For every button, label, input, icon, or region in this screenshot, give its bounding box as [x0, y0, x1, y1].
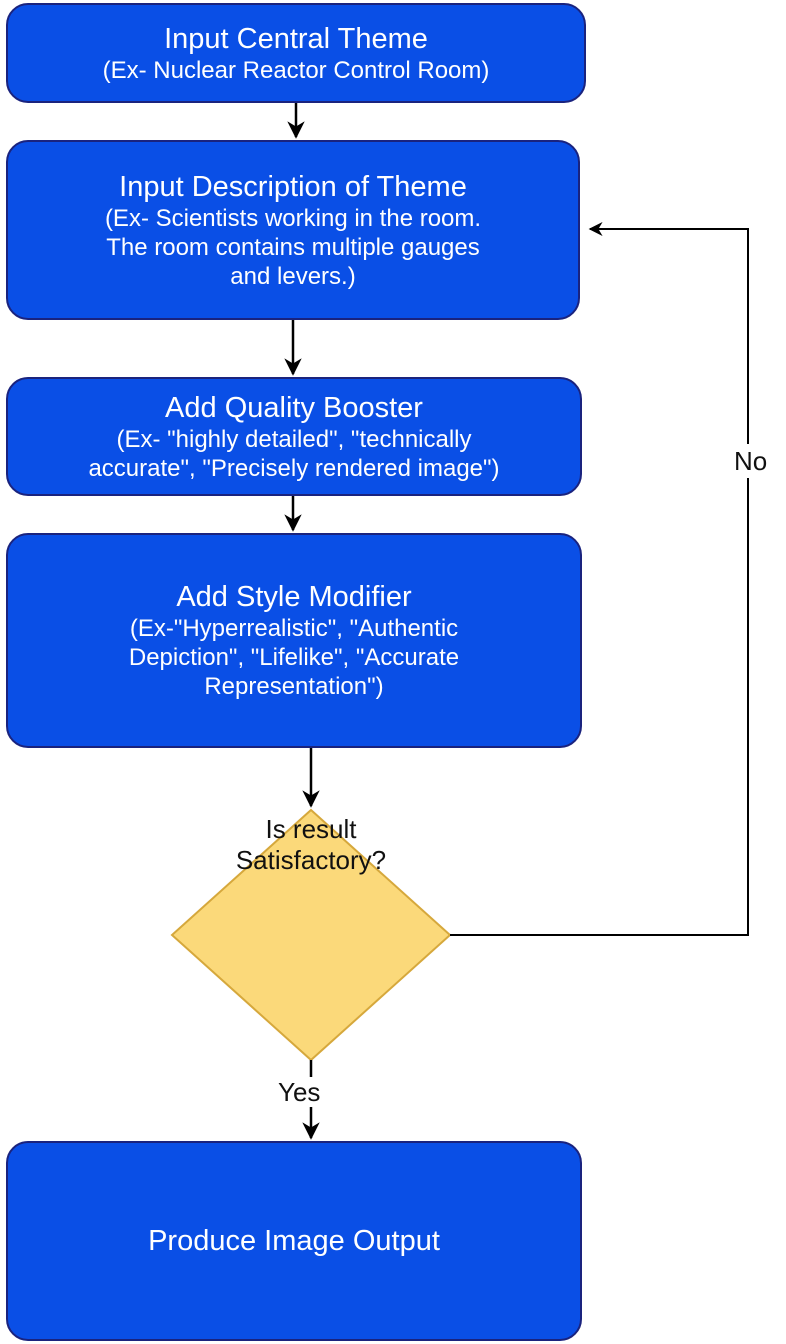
- arrow-no-loop: [450, 222, 749, 936]
- node-input-description: Input Description of Theme (Ex- Scientis…: [6, 140, 580, 320]
- node-title: Input Central Theme: [164, 22, 428, 55]
- node-add-style-modifier: Add Style Modifier (Ex-"Hyperrealistic",…: [6, 533, 582, 748]
- node-input-central-theme: Input Central Theme (Ex- Nuclear Reactor…: [6, 3, 586, 103]
- node-add-quality-booster: Add Quality Booster (Ex- "highly detaile…: [6, 377, 582, 496]
- node-title: Produce Image Output: [148, 1225, 440, 1257]
- decision-question: Is result Satisfactory?: [235, 814, 387, 875]
- node-title: Add Style Modifier: [176, 581, 412, 613]
- node-example: (Ex- "highly detailed", "technically acc…: [88, 425, 500, 482]
- node-example: (Ex-"Hyperrealistic", "Authentic Depicti…: [128, 615, 460, 700]
- node-produce-image-output: Produce Image Output: [6, 1141, 582, 1341]
- edge-label-no: No: [734, 444, 768, 478]
- node-example: (Ex- Scientists working in the room. The…: [104, 204, 482, 290]
- node-title: Input Description of Theme: [119, 170, 467, 203]
- edge-label-yes: Yes: [276, 1077, 323, 1107]
- node-example: (Ex- Nuclear Reactor Control Room): [102, 56, 490, 84]
- node-title: Add Quality Booster: [165, 391, 423, 424]
